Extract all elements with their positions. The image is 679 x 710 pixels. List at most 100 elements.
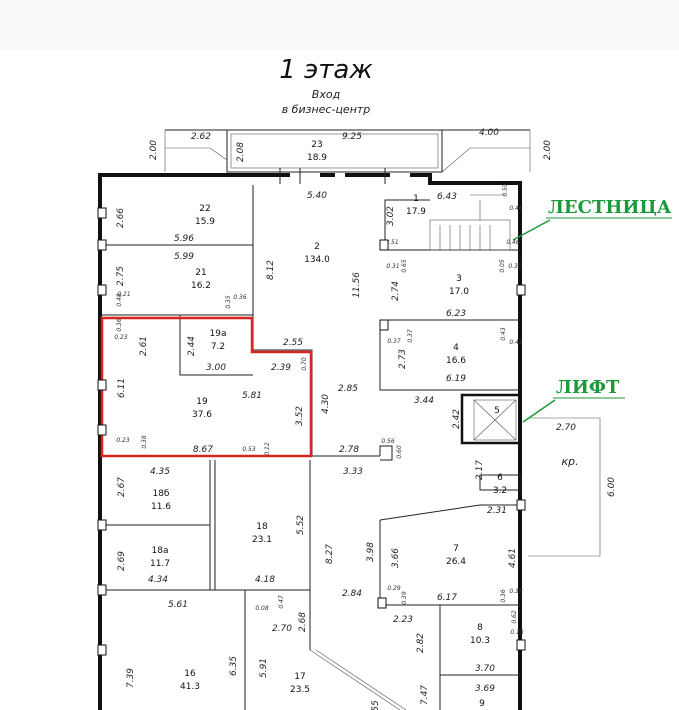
dim-6-00: 6.00 [607,477,617,497]
elevator-shaft: 5 [460,393,522,445]
sdim-0-47: 0.47 [278,595,285,609]
dim-2-69: 2.69 [117,551,127,571]
dim-3-66: 3.66 [391,548,401,568]
stairs-label: ЛЕСТНИЦА [548,197,672,218]
room-9-num: 9 [479,699,485,709]
dim-2-61: 2.61 [139,336,149,356]
outer-walls [98,168,522,710]
dim-5-99: 5.99 [174,252,194,262]
room-1-area: 17.9 [406,207,426,217]
sdim-0-38b: 0.38 [509,588,523,595]
sdim-0-05: 0.05 [499,259,506,273]
room-19-num: 19 [196,397,208,407]
room-23-num: 23 [311,140,322,150]
dimensions-horizontal: 2.62 9.25 4.00 5.40 6.43 5.96 5.99 6.23 … [148,128,576,694]
room-21-num: 21 [195,268,206,278]
dim-4-30: 4.30 [321,394,331,414]
dim-5-52: 5.52 [296,515,306,535]
room-18a-area: 11.7 [150,559,170,569]
dim-5-61: 5.61 [168,600,188,610]
dim-5-40: 5.40 [307,191,327,201]
sdim-0-36b: 0.36 [116,318,123,332]
sdim-0-46b: 0.46 [506,239,520,246]
dim-2-17: 2.17 [475,460,485,480]
dim-2-73: 2.73 [398,349,408,369]
dim-3-98: 3.98 [366,542,376,562]
sdim-0-43: 0.43 [500,327,507,341]
dimensions-vertical: 2.00 2.08 2.00 3.02 2.66 2.75 8.12 11.56… [116,140,617,710]
room-2-num: 2 [314,242,320,252]
sdim-0-56: 0.56 [381,438,395,445]
sdim-0-36c: 0.36 [500,589,507,603]
stairs-callout: ЛЕСТНИЦА [512,197,672,241]
dim-2-75: 2.75 [116,266,126,286]
room-16-area: 41.3 [180,682,200,692]
entrance-label-2: в бизнес-центр [282,103,371,116]
dim-7-39: 7.39 [126,668,136,688]
room-7-num: 7 [453,544,459,554]
dim-2-08: 2.08 [236,142,246,162]
sdim-0-62: 0.62 [511,610,518,624]
dim-3-70: 3.70 [475,664,495,674]
sdim-0-53: 0.53 [242,446,256,453]
dim-11-56: 11.56 [352,272,362,298]
dim-6-43: 6.43 [437,192,457,202]
dimensions-small: 0.59 0.46 0.46 0.51 0.31 0.65 0.05 0.35 … [114,183,524,636]
room-7-area: 26.4 [446,557,466,567]
room-17-area: 23.5 [290,685,310,695]
sdim-0-23a: 0.23 [114,334,128,341]
sdim-0-43b: 0.43 [509,339,523,346]
dim-3-44: 3.44 [414,396,434,406]
highlighted-room-outline [100,316,313,458]
elevator-label: ЛИФТ [556,377,620,398]
sdim-0-37a: 0.37 [387,338,401,345]
room-3-num: 3 [456,274,462,284]
sdim-0-35b: 0.35 [225,295,232,309]
floor-title: 1 этаж [279,55,373,85]
sdim-0-59: 0.59 [502,183,509,197]
room-18-num: 18 [256,522,268,532]
elevator-callout: ЛИФТ [522,377,625,423]
sdim-0-36a: 0.36 [233,294,247,301]
sdim-0-37b: 0.37 [407,329,414,343]
sdim-0-48: 0.48 [116,293,123,307]
dim-2-44: 2.44 [187,336,197,356]
dim-8-67: 8.67 [193,445,213,455]
porch: кр. [528,417,601,557]
dim-3-52: 3.52 [295,406,305,426]
room-23-area: 18.9 [307,153,327,163]
dim-2-00-left: 2.00 [149,140,159,160]
dim-2-70: 2.70 [556,423,576,433]
dim-2-78: 2.78 [339,445,359,455]
dim-6-19: 6.19 [446,374,466,384]
dim-2-68: 2.68 [298,612,308,632]
dim-4-35: 4.35 [150,467,170,477]
dim-9-25: 9.25 [342,132,362,142]
sdim-0-18: 0.18 [510,629,524,636]
room-6-area: 3.2 [493,486,507,496]
room-4-num: 4 [453,343,459,353]
sdim-0-51: 0.51 [385,239,398,246]
dim-3-00: 3.00 [206,363,226,373]
room-18a-num: 18а [152,546,169,556]
dim-3-33: 3.33 [343,467,363,477]
elevator-number: 5 [494,406,500,416]
room-3-area: 17.0 [449,287,469,297]
dim-2-85: 2.85 [338,384,358,394]
dim-2-00-right: 2.00 [543,140,553,160]
dim-2-66: 2.66 [116,208,126,228]
dim-4-34: 4.34 [148,575,168,585]
sdim-0-31: 0.31 [386,263,399,270]
dim-4-00: 4.00 [479,128,499,138]
sdim-0-39: 0.39 [401,591,408,605]
sdim-0-65: 0.65 [401,259,408,273]
dim-2-84: 2.84 [342,589,362,599]
room-16-num: 16 [184,669,196,679]
dim-2-74: 2.74 [391,281,401,301]
room-6-num: 6 [497,473,503,483]
sdim-0-38a: 0.38 [141,435,148,449]
room-19a-area: 7.2 [211,342,225,352]
dim-2-70b: 2.70 [272,624,292,634]
room-18b-num: 18б [152,489,169,499]
